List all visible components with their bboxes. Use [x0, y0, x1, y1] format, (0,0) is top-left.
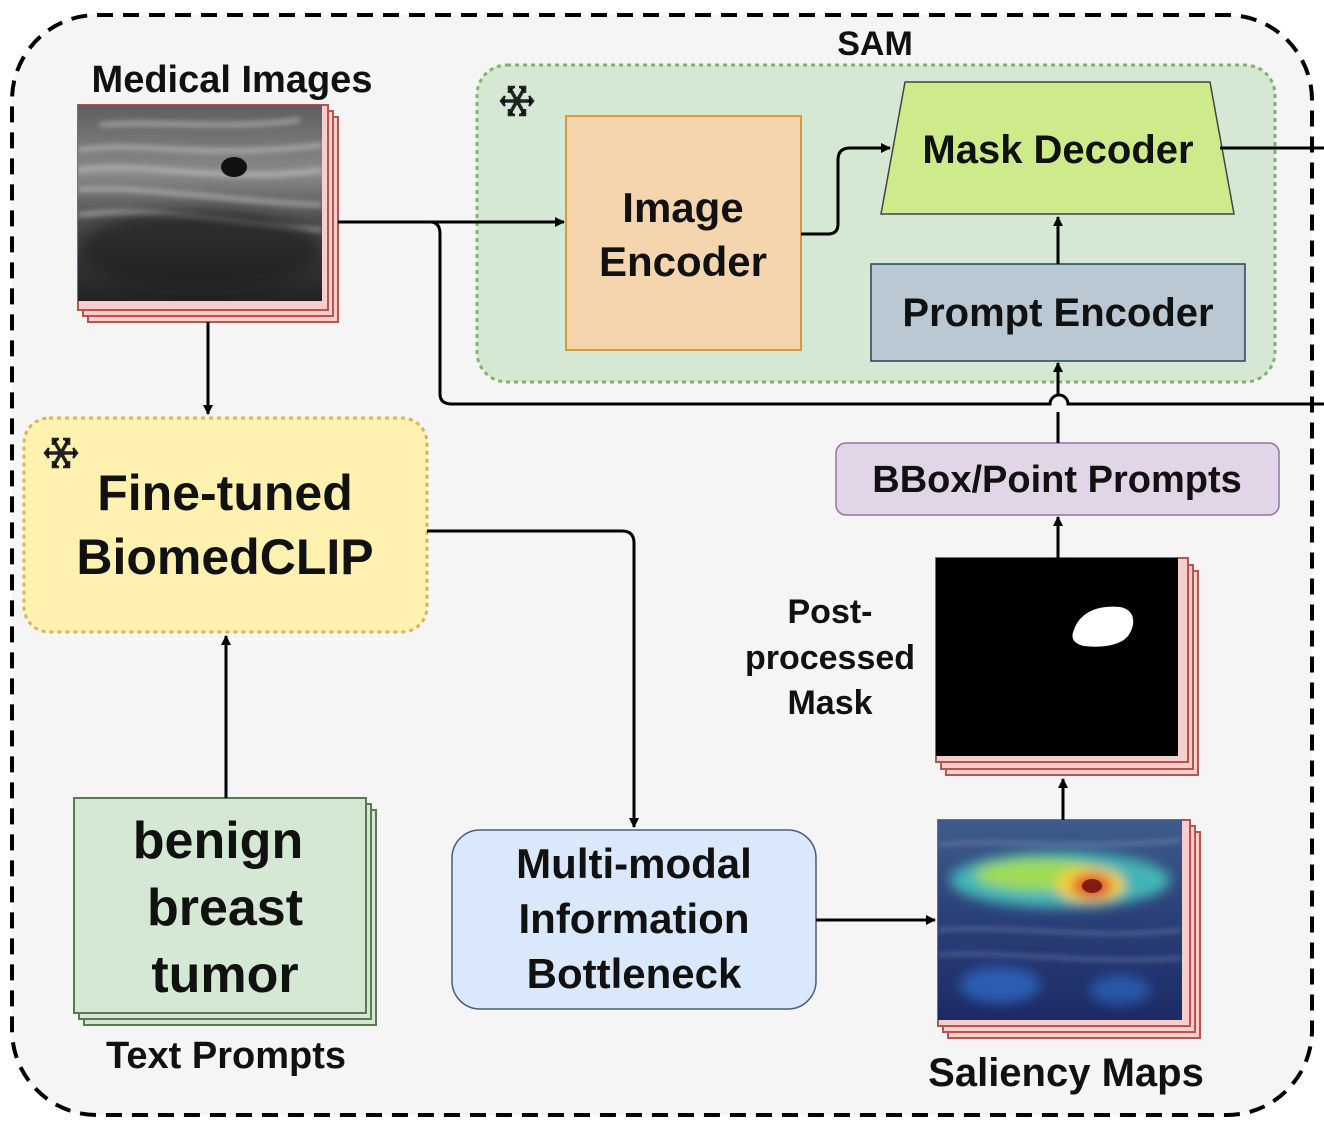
- arrow-clip-to-bottleneck: [427, 529, 639, 828]
- ultrasound-image: [78, 105, 322, 301]
- medical-images-label: Medical Images: [92, 59, 373, 101]
- saliency-maps-label: Saliency Maps: [928, 1051, 1204, 1095]
- prompt-encoder-box: [870, 263, 1246, 362]
- biomedclip-label-1: Fine-tuned: [97, 465, 353, 521]
- saliency-heatmap: [938, 820, 1182, 1020]
- bottleneck-label-1: Multi-modal: [516, 840, 752, 887]
- bbox-prompts-label: BBox/Point Prompts: [872, 459, 1241, 501]
- line-images-to-output: [429, 220, 1324, 406]
- bottleneck-label-3: Bottleneck: [527, 950, 742, 997]
- text-prompt-line-1: benign: [133, 812, 303, 870]
- arrow-encoder-to-decoder: [801, 143, 891, 236]
- bottleneck-label-2: Information: [519, 895, 750, 942]
- image-encoder-label-2: Encoder: [599, 238, 767, 285]
- connectors: [203, 143, 1324, 925]
- biomedclip-box: [22, 416, 429, 634]
- prompt-encoder-label: Prompt Encoder: [902, 291, 1213, 335]
- post-mask-label-3: Mask: [787, 684, 872, 722]
- text-prompt-line-2: breast: [147, 879, 303, 937]
- sam-title: SAM: [837, 25, 913, 63]
- mask-decoder-box: [880, 81, 1235, 215]
- image-encoder-box: [565, 115, 802, 351]
- post-mask-label-2: processed: [745, 639, 915, 677]
- saliency-stack: [937, 819, 1201, 1039]
- text-prompt-line-3: tumor: [151, 946, 298, 1004]
- post-mask-label-1: Post-: [788, 593, 873, 631]
- medical-images-stack: [77, 104, 339, 323]
- text-prompts-caption: Text Prompts: [106, 1035, 346, 1077]
- binary-mask-image: [936, 558, 1178, 756]
- mask-blob: [1072, 606, 1134, 647]
- mask-decoder-label: Mask Decoder: [922, 128, 1193, 172]
- biomedclip-label-2: BiomedCLIP: [76, 529, 373, 585]
- image-encoder-label-1: Image: [622, 184, 743, 231]
- mask-stack: [935, 557, 1199, 776]
- text-prompt-stack: [73, 797, 377, 1026]
